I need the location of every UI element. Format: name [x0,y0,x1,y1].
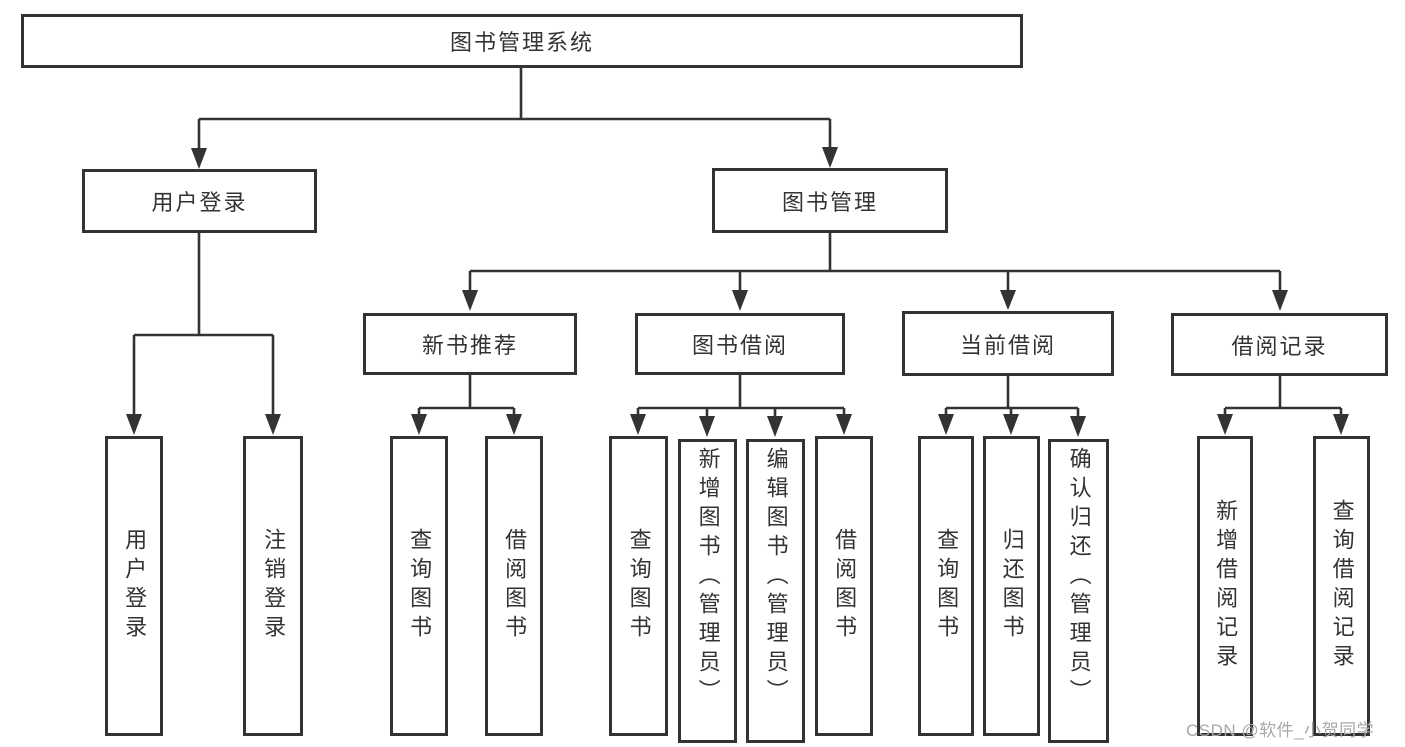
node-label: 图书借阅 [691,333,788,358]
node-borrowing-records: 借阅记录 [1171,313,1388,376]
node-label: 借阅图书 [832,528,858,644]
node-query-books-current: 查询图书 [918,436,974,736]
node-label: 查询图书 [407,528,433,644]
node-label: 归还图书 [999,528,1025,644]
node-label: 借阅图书 [502,528,528,644]
node-label: 用户登录 [151,190,248,215]
node-label: 新增图书（管理员） [695,447,721,708]
node-book-borrowing: 图书借阅 [635,313,845,375]
connector-user-login-group [126,233,281,435]
node-label: 当前借阅 [959,332,1056,358]
node-label: 编辑图书（管理员） [763,447,789,708]
connector-book-borrowing-group [630,375,852,437]
node-label: 图书管理 [781,189,878,215]
node-label: 新书推荐 [421,333,518,358]
node-user-login: 用户登录 [82,169,317,233]
connector-new-book-group [411,375,522,435]
node-query-borrow-record: 查询借阅记录 [1313,436,1370,736]
node-user-login-action: 用户登录 [105,436,163,736]
connector-borrowing-records-group [1217,376,1349,435]
node-query-books-borrow: 查询图书 [609,436,668,736]
node-label: 确认归还（管理员） [1066,447,1092,708]
node-confirm-return-admin: 确认归还（管理员） [1048,439,1109,743]
connector-root-to-level2 [191,68,838,169]
node-logout-action: 注销登录 [243,436,303,736]
node-return-book: 归还图书 [983,436,1040,736]
node-label: 查询图书 [934,528,960,644]
node-label: 图书管理系统 [449,30,594,55]
node-borrow-books: 借阅图书 [815,436,873,736]
node-label: 借阅记录 [1231,333,1328,359]
node-book-management: 图书管理 [712,168,948,233]
node-query-books-recommend: 查询图书 [390,436,448,736]
node-label: 查询图书 [626,528,652,644]
node-new-book-recommendation: 新书推荐 [363,313,577,375]
node-borrow-books-recommend: 借阅图书 [485,436,543,736]
node-label: 新增借阅记录 [1213,499,1239,673]
node-label: 注销登录 [261,528,287,644]
node-add-borrow-record: 新增借阅记录 [1197,436,1253,736]
watermark: CSDN @软件_小贺同学 [1186,721,1375,740]
connector-current-borrowing-group [938,376,1086,437]
connector-book-management-to-level3 [462,233,1288,311]
node-add-book-admin: 新增图书（管理员） [678,439,737,743]
node-label: 用户登录 [122,528,148,644]
node-edit-book-admin: 编辑图书（管理员） [746,439,805,743]
node-root: 图书管理系统 [21,14,1023,68]
node-current-borrowing: 当前借阅 [902,311,1114,376]
node-label: 查询借阅记录 [1329,499,1355,673]
